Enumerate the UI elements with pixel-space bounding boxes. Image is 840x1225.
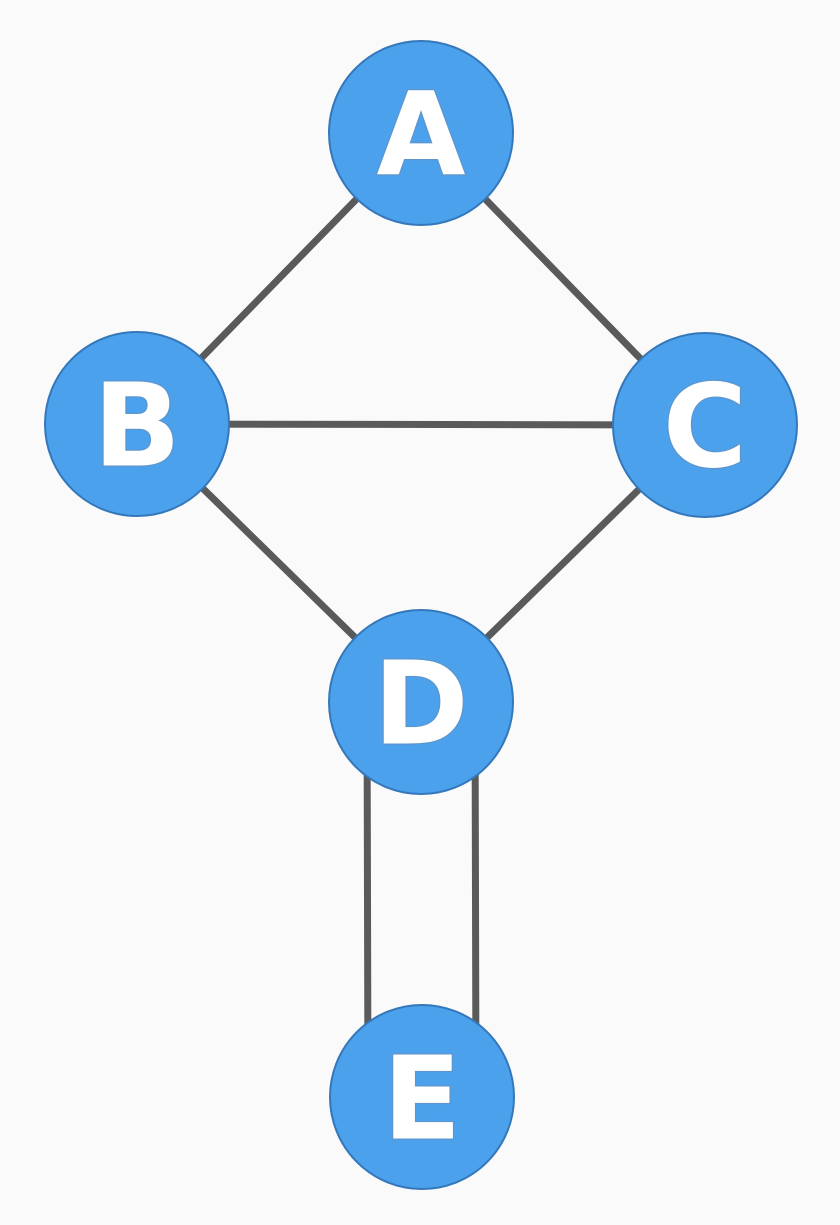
node-label-E: E	[383, 1032, 462, 1166]
node-circle-B	[44, 331, 230, 517]
node-label-D: D	[373, 637, 468, 771]
node-circle-E	[329, 1004, 515, 1190]
node-E: E	[329, 1004, 515, 1190]
node-C: C	[612, 332, 798, 518]
node-label-B: B	[93, 359, 181, 493]
node-circle-C	[612, 332, 798, 518]
node-circle-A	[328, 40, 514, 226]
node-circle-D	[328, 609, 514, 795]
edge-B-C	[133, 420, 709, 429]
node-label-A: A	[376, 68, 465, 202]
node-label-C: C	[663, 360, 747, 494]
node-A: A	[328, 40, 514, 226]
node-B: B	[44, 331, 230, 517]
nodes-layer: A B C D E	[44, 40, 798, 1190]
node-D: D	[328, 609, 514, 795]
